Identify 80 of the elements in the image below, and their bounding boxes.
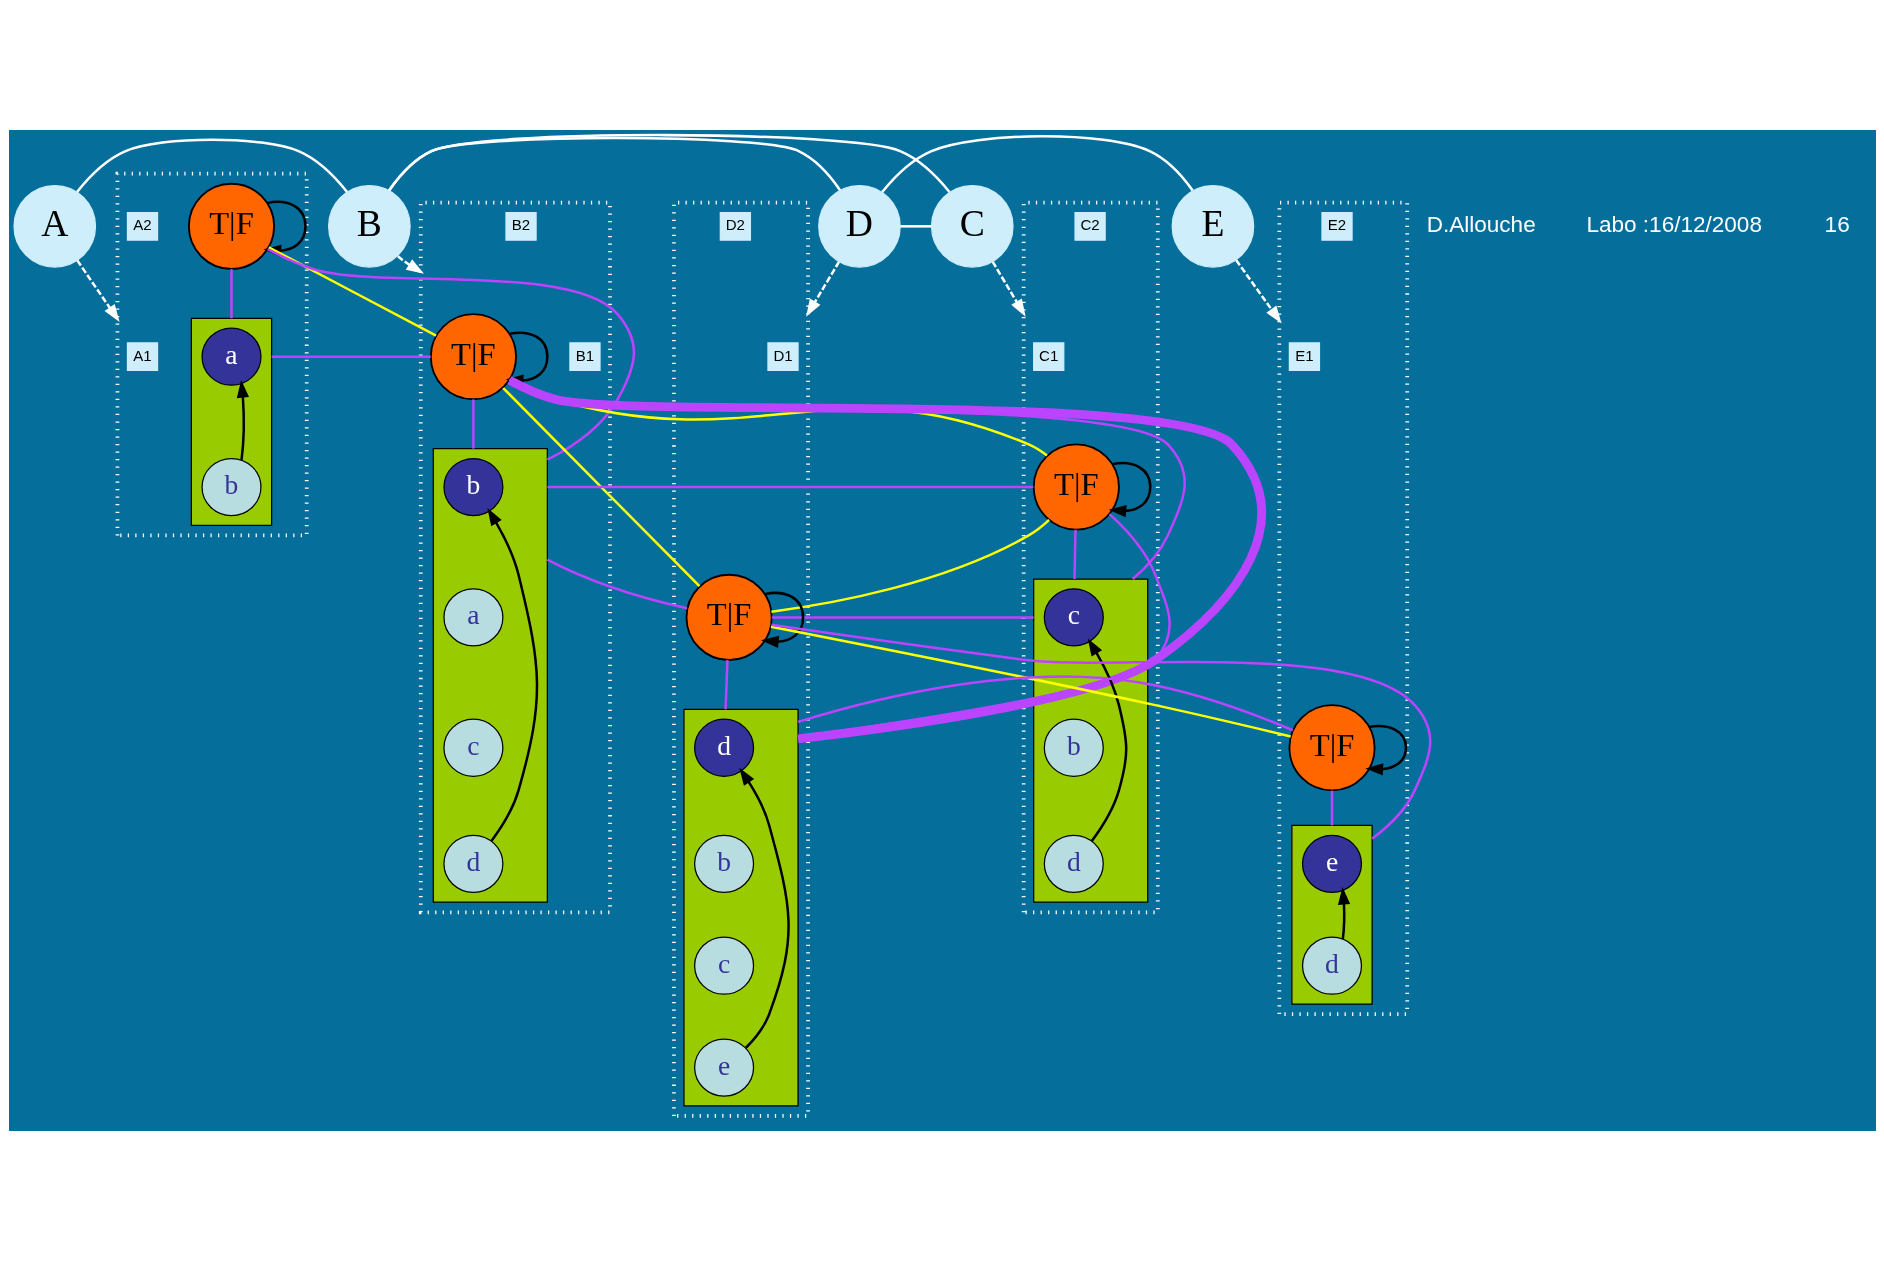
node-circle: A — [12, 184, 96, 268]
arrow — [75, 259, 120, 322]
label: Labo :16/12/2008 — [1585, 211, 1762, 237]
arrow — [738, 767, 790, 1049]
connector — [797, 675, 1293, 732]
label: D.Allouche — [1426, 211, 1536, 237]
node-circle: d — [442, 834, 503, 893]
node-circle: D — [817, 184, 901, 268]
cluster — [671, 200, 810, 1118]
connector — [546, 485, 1033, 489]
node-box: C1 — [1032, 342, 1064, 372]
node-circle: T|F — [187, 182, 275, 270]
node-box: C2 — [1073, 211, 1106, 241]
connector — [880, 135, 1194, 193]
cluster — [432, 448, 548, 903]
connector — [770, 518, 1050, 613]
connector — [1072, 529, 1077, 580]
connector — [771, 616, 1034, 619]
arrow — [236, 380, 249, 461]
node-circle: b — [442, 457, 503, 517]
node-circle: E — [1171, 184, 1254, 268]
cluster — [682, 708, 799, 1107]
label: 16 — [1824, 211, 1850, 237]
arrow — [1234, 259, 1282, 324]
node-circle: b — [200, 457, 262, 517]
node-circle: d — [1301, 936, 1362, 995]
connector — [267, 246, 437, 337]
node-circle: d — [693, 718, 754, 777]
node-circle: b — [1043, 718, 1104, 777]
connector — [899, 225, 931, 228]
arrow — [1337, 886, 1350, 940]
arrow — [1087, 638, 1127, 842]
node-box: D1 — [766, 342, 799, 372]
arrow — [805, 261, 840, 317]
node-box: B2 — [504, 211, 537, 241]
node-circle: e — [1301, 834, 1362, 893]
connector — [471, 399, 475, 449]
node-circle: a — [200, 327, 262, 386]
arrow — [1108, 461, 1151, 518]
node-box: E2 — [1320, 211, 1353, 241]
connector — [75, 138, 348, 193]
node-circle: T|F — [1032, 443, 1120, 531]
connector — [501, 387, 700, 588]
node-circle: d — [1043, 834, 1104, 893]
node-circle: c — [1043, 588, 1104, 647]
cluster — [418, 200, 612, 915]
cluster — [190, 317, 272, 527]
node-circle: b — [693, 834, 754, 893]
node-box: E1 — [1288, 342, 1320, 372]
node-circle: c — [693, 936, 754, 995]
connector — [770, 625, 1291, 738]
node-circle: e — [693, 1038, 754, 1097]
connector — [1330, 790, 1333, 826]
arrow — [991, 261, 1026, 317]
connector — [266, 248, 635, 461]
arrow — [760, 591, 804, 648]
node-circle: C — [930, 184, 1014, 268]
node-box: B1 — [568, 342, 601, 372]
node-circle: T|F — [1287, 704, 1376, 792]
cluster — [1290, 824, 1373, 1005]
arrow — [1365, 724, 1407, 776]
connector — [387, 136, 841, 192]
connector — [723, 660, 729, 710]
cluster — [1021, 200, 1160, 915]
connector — [770, 623, 1431, 840]
arrow — [396, 255, 424, 274]
connector — [797, 513, 1171, 739]
connector — [271, 355, 431, 358]
node-circle: a — [442, 588, 503, 647]
connector — [387, 133, 950, 193]
node-box: A2 — [126, 211, 158, 241]
connector — [229, 269, 233, 319]
node-box: A1 — [126, 342, 158, 372]
node-box: D2 — [719, 211, 751, 241]
node-circle: T|F — [429, 313, 517, 401]
cluster — [1032, 578, 1148, 903]
arrow — [486, 508, 538, 842]
connector — [546, 558, 687, 610]
node-circle: c — [442, 718, 503, 777]
node-circle: T|F — [685, 573, 773, 661]
